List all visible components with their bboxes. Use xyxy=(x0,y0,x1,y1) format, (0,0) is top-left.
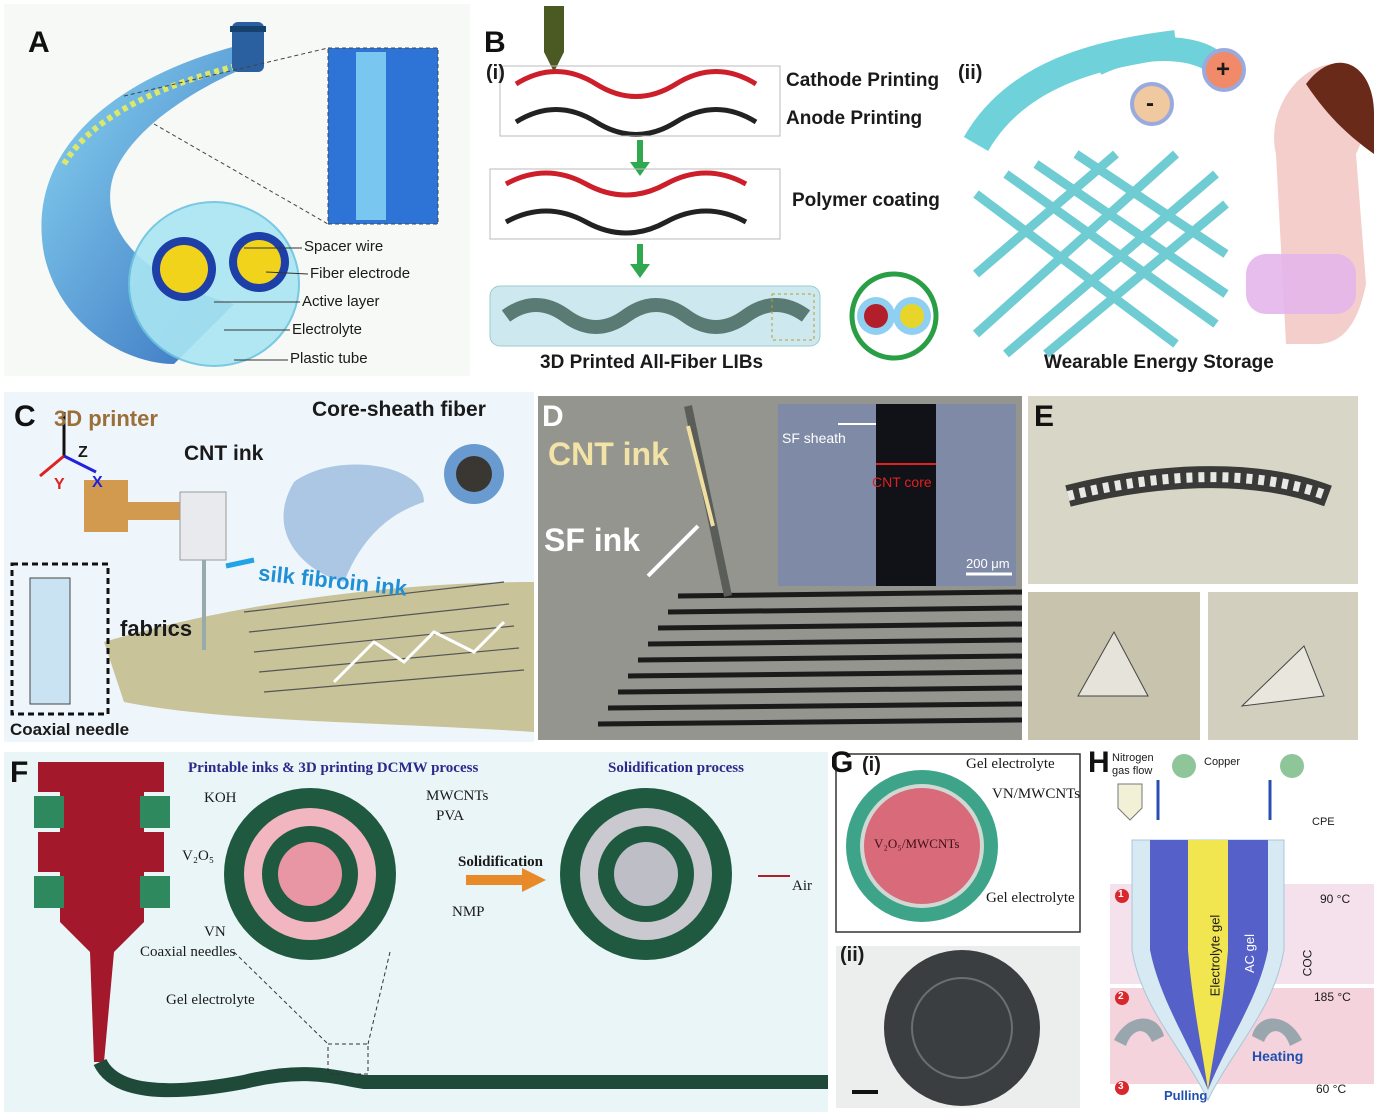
panel-label-h: H xyxy=(1088,750,1110,779)
label-gel-top: Gel electrolyte xyxy=(966,756,1055,772)
label-sf-ink: SF ink xyxy=(544,522,641,558)
label-polymer-coating: Polymer coating xyxy=(792,190,940,211)
title-printable-inks: Printable inks & 3D printing DCMW proces… xyxy=(188,760,479,776)
label-koh: KOH xyxy=(204,790,237,806)
step-3: 3 xyxy=(1118,1081,1124,1092)
label-pulling: Pulling xyxy=(1164,1088,1208,1103)
sub-label-ii: (ii) xyxy=(958,62,983,84)
label-core-sheath: Core-sheath fiber xyxy=(312,398,486,421)
panel-b: B (i) (ii) Cathode Printing Anode Printi… xyxy=(476,4,1374,376)
fiber-cross-section xyxy=(835,753,1081,1108)
label-heating: Heating xyxy=(1252,1048,1304,1064)
coaxial-printing-illustration xyxy=(34,762,828,1098)
printing-photo xyxy=(538,396,1022,740)
label-fabrics: fabrics xyxy=(120,616,193,641)
sub-label-g-ii: (ii) xyxy=(840,944,865,966)
label-copper: Copper xyxy=(1204,756,1241,768)
panel-c: C 3D printer Core-sheath fiber CNT ink s… xyxy=(4,392,534,742)
panel-f: F Printable inks & 3D printing DCMW proc… xyxy=(4,752,828,1112)
label-electrolyte-gel: Electrolyte gel xyxy=(1207,914,1223,997)
step-1: 1 xyxy=(1118,889,1124,900)
scale-bar-label: 200 μm xyxy=(966,556,1010,571)
label-nmp: NMP xyxy=(452,904,485,920)
label-air: Air xyxy=(792,878,812,894)
label-sf-sheath: SF sheath xyxy=(782,430,846,446)
panel-e: E xyxy=(1028,396,1358,740)
title-solidification: Solidification process xyxy=(608,760,744,776)
label-plastic-tube: Plastic tube xyxy=(290,350,368,367)
label-vn: VN xyxy=(204,924,226,940)
label-anode-printing: Anode Printing xyxy=(786,108,923,129)
caption-all-fiber-libs: 3D Printed All-Fiber LIBs xyxy=(540,352,764,373)
label-cathode-printing: Cathode Printing xyxy=(786,70,940,91)
label-vn-mwcnts: VN/MWCNTs xyxy=(992,786,1081,802)
label-temp-3: 60 °C xyxy=(1316,1082,1347,1096)
axis-x: X xyxy=(92,474,103,491)
label-ac-gel: AC gel xyxy=(1242,933,1258,974)
textile-photos xyxy=(1028,396,1358,740)
axis-z: Z xyxy=(78,444,88,461)
label-cpe: CPE xyxy=(1312,816,1335,828)
label-cnt-ink-d: CNT ink xyxy=(548,436,669,472)
minus-terminal: - xyxy=(1146,90,1154,117)
panel-h: H Nitrogen gas flow Copper CPE 90 °C 185… xyxy=(1088,750,1374,1112)
label-coaxial-needle: Coaxial needle xyxy=(10,720,130,739)
sub-label-g-i: (i) xyxy=(862,754,881,776)
label-gel-bottom: Gel electrolyte xyxy=(986,890,1075,906)
step-2: 2 xyxy=(1118,991,1124,1002)
label-3d-printer: 3D printer xyxy=(54,406,158,431)
label-pva: PVA xyxy=(436,808,465,824)
label-active-layer: Active layer xyxy=(302,293,380,310)
label-cnt-core: CNT core xyxy=(872,474,932,490)
label-cnt-ink-c: CNT ink xyxy=(184,442,264,465)
thermal-drawing-illustration xyxy=(1110,754,1374,1102)
plus-terminal: + xyxy=(1216,56,1231,83)
label-v2o5: V₂O₅ xyxy=(182,848,215,864)
panel-a: A Spacer wire Fiber electrode Active lay… xyxy=(4,4,470,376)
fiber-tube-illustration xyxy=(41,22,439,367)
label-mwcnts: MWCNTs xyxy=(426,788,489,804)
panel-label-d: D xyxy=(542,400,564,433)
sub-label-i: (i) xyxy=(486,62,505,84)
panel-label-b: B xyxy=(484,26,506,59)
label-gel-electrolyte-f: Gel electrolyte xyxy=(166,992,255,1008)
label-coaxial-needles: Coaxial needles xyxy=(140,944,236,960)
label-temp-2: 185 °C xyxy=(1314,990,1351,1004)
label-spacer-wire: Spacer wire xyxy=(304,238,384,255)
label-core: V₂O₅/MWCNTs xyxy=(874,836,960,851)
panel-label-g: G xyxy=(832,750,854,779)
label-fiber-electrode: Fiber electrode xyxy=(310,265,411,282)
label-coc: COC xyxy=(1300,949,1315,977)
panel-d: D CNT ink SF ink SF sheath CNT core 200 … xyxy=(538,396,1022,740)
fiber-battery-illustration xyxy=(489,6,1374,361)
panel-label-f: F xyxy=(10,756,29,789)
printing-illustration xyxy=(10,412,534,732)
axis-y: Y xyxy=(54,476,65,493)
panel-label-c: C xyxy=(14,400,36,433)
panel-label-e: E xyxy=(1034,400,1055,433)
panel-label-a: A xyxy=(28,26,50,59)
label-nitrogen: Nitrogen gas flow xyxy=(1112,752,1154,777)
label-electrolyte: Electrolyte xyxy=(292,321,363,338)
panel-g: G (i) (ii) Gel electrolyte VN/MWCNTs V₂O… xyxy=(832,750,1084,1112)
label-temp-1: 90 °C xyxy=(1320,892,1351,906)
caption-wearable-storage: Wearable Energy Storage xyxy=(1044,352,1274,373)
label-solidification-arrow: Solidification xyxy=(458,854,544,870)
